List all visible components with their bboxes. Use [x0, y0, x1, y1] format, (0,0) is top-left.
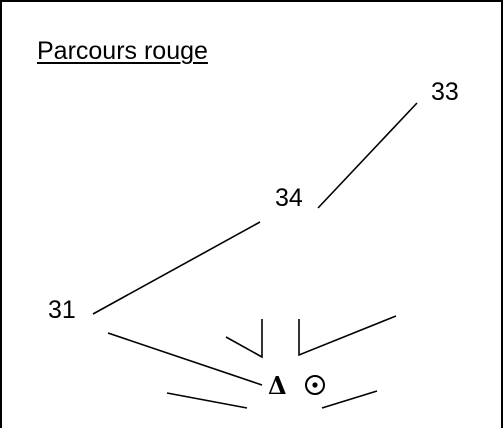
approach-mark-right: [298, 315, 397, 357]
approach-mark-left: [225, 319, 263, 359]
course-title: Parcours rouge: [37, 37, 208, 65]
circled-dot-icon: [305, 375, 325, 395]
approach-line-bottom-right: [321, 390, 378, 409]
leg-33-34: [317, 102, 418, 209]
leg-34-31: [92, 221, 261, 315]
approach-line-left: [107, 332, 263, 386]
control-label-34: 34: [275, 184, 303, 212]
approach-line-bottom-left: [166, 392, 248, 409]
start-triangle-icon: Δ: [268, 371, 287, 400]
control-label-31: 31: [48, 296, 76, 324]
control-label-33: 33: [431, 78, 459, 106]
